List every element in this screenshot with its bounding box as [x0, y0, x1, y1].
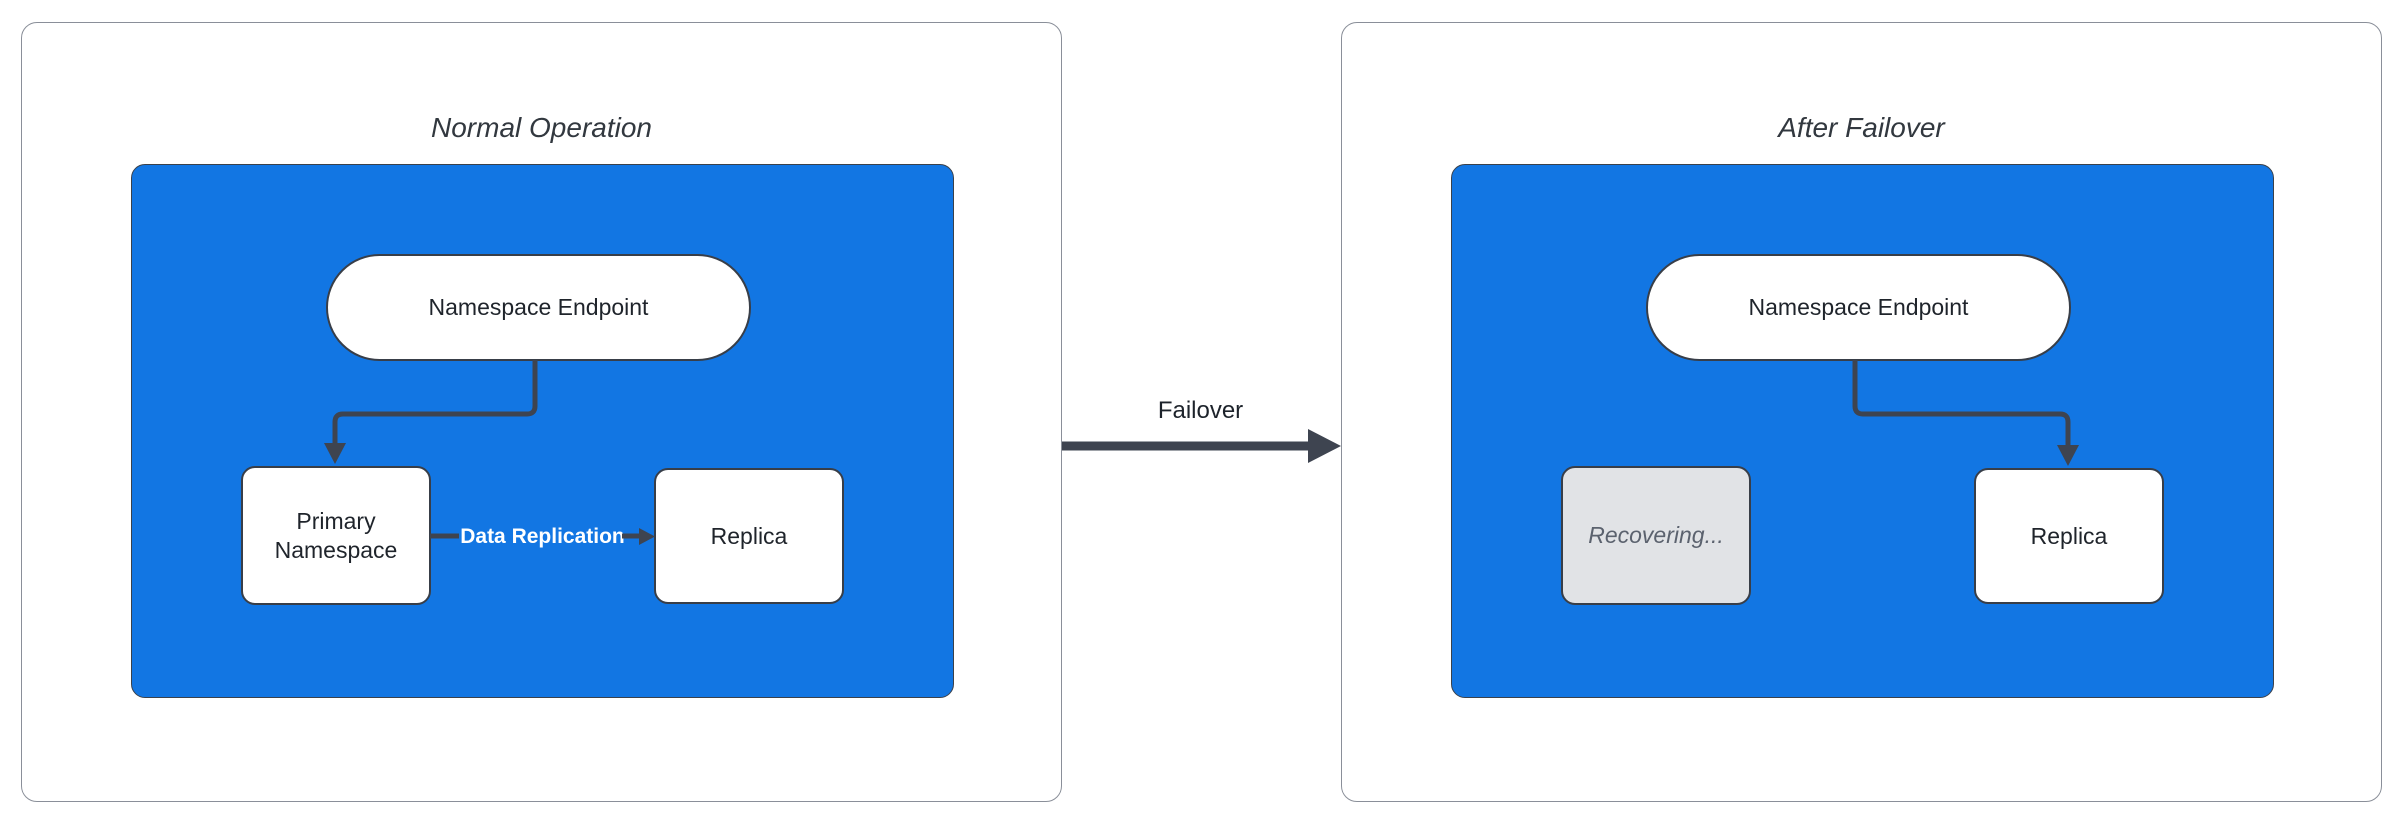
namespace-endpoint-label-failover: Namespace Endpoint: [1748, 294, 1969, 320]
primary-namespace-label: Primary Namespace: [274, 507, 398, 563]
namespace-endpoint-node-failover: Namespace Endpoint: [1646, 254, 2071, 361]
panel-title-normal-operation: Normal Operation: [431, 112, 652, 143]
recovering-label: Recovering...: [1588, 522, 1724, 548]
replica-node-normal: Replica: [654, 468, 844, 604]
primary-namespace-node: Primary Namespace: [241, 466, 431, 605]
replica-label-normal: Replica: [710, 522, 788, 549]
panel-after-failover: After Failover Namespace Endpoint Recove…: [1341, 22, 2382, 802]
replica-label-failover: Replica: [2030, 522, 2108, 549]
cluster-box-normal: [131, 164, 954, 698]
data-replication-edge-label: Data Replication: [460, 525, 625, 548]
panel-normal-operation: Normal Operation Namespace Endpoint Prim…: [21, 22, 1062, 802]
failover-arrow-label: Failover: [1157, 397, 1244, 424]
namespace-endpoint-label: Namespace Endpoint: [428, 294, 649, 320]
replica-node-failover: Replica: [1974, 468, 2164, 604]
failover-arrowhead-icon: [1308, 429, 1341, 463]
panel-title-after-failover: After Failover: [1778, 112, 1945, 143]
recovering-node: Recovering...: [1561, 466, 1751, 605]
namespace-endpoint-node-normal: Namespace Endpoint: [326, 254, 751, 361]
cluster-box-failover: [1451, 164, 2274, 698]
